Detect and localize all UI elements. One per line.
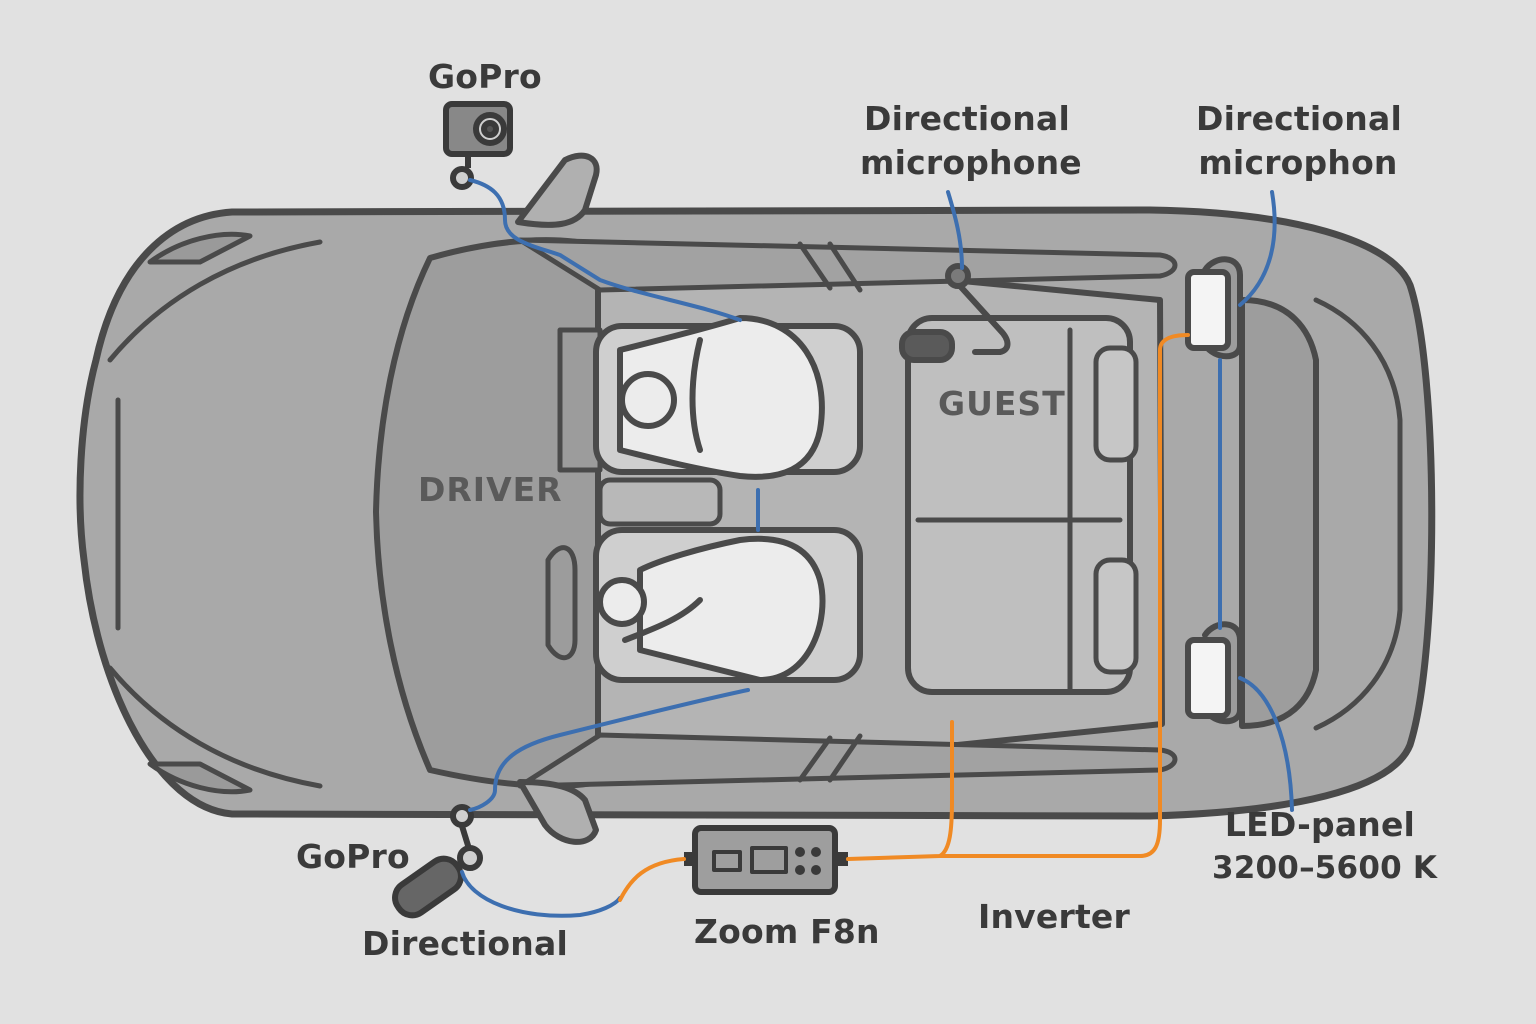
headlight-bottom [147,761,253,795]
cable-right-mic [1238,190,1277,307]
power-inverter-led [938,333,1190,858]
zoom-f8n-recorder [684,825,848,895]
label-mic-right-1: Directional [1196,99,1402,138]
rear-window [1239,297,1319,729]
center-console [597,477,723,527]
power-recorder-in [618,857,686,902]
cable-directional [460,870,622,918]
cable-center-mic [946,190,964,270]
led-panel-bottom [1185,621,1243,725]
hood-line-bottom [107,665,323,789]
mirror-bottom [517,779,599,845]
headrest-top [1093,345,1139,463]
steering-wheel [545,545,578,660]
label-mic-center-2: microphone [860,143,1082,182]
label-led-1: LED-panel [1224,805,1416,844]
label-directional-bottom: Directional [362,924,568,963]
cable-gopro-bottom [468,688,750,812]
cable-gopro-top [468,178,742,322]
label-recorder: Zoom F8n [694,912,880,951]
label-inverter: Inverter [978,897,1130,936]
hood-line-top [107,239,323,363]
headlight-top [147,231,253,265]
label-gopro-bottom: GoPro [296,837,410,876]
interior-mic [899,263,1011,363]
label-driver: DRIVER [418,470,563,509]
gopro-bottom-mount [450,804,483,871]
pillar-top [797,241,863,293]
pillar-bottom [797,733,863,783]
headrest-bottom [1093,557,1139,675]
trunk-line [1313,297,1403,731]
gopro-top-camera [443,101,513,190]
window-top [517,237,1178,293]
rear-bench-split [915,327,1123,693]
label-mic-center-1: Directional [864,99,1070,138]
person-passenger [617,315,825,480]
mirror-top [515,152,600,228]
label-guest: GUEST [938,384,1066,423]
label-gopro-top: GoPro [428,57,542,96]
label-mic-right-2: microphon [1198,143,1398,182]
label-led-2: 3200–5600 K [1212,850,1438,886]
led-panel-top [1185,256,1243,360]
cable-led-label [1238,676,1294,812]
person-driver [597,535,826,683]
directional-mic-bottom [392,855,464,919]
windshield [373,237,601,789]
rear-bench [905,315,1133,695]
